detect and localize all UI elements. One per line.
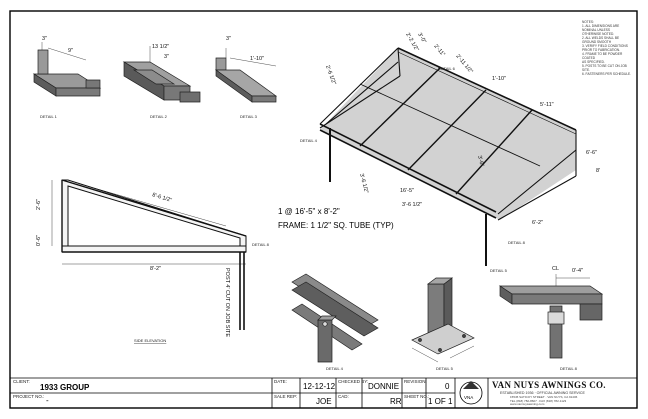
date-value: 12-12-12 <box>303 382 336 391</box>
side-dim-mid: 0'-6" <box>36 235 42 246</box>
cad-label: CAD: <box>338 394 349 399</box>
d2-top-dim: 13 1/2" <box>152 44 169 50</box>
notes-line: PRIOR TO FABRICATION. <box>582 48 621 52</box>
checked-value: DONNIE <box>368 382 400 391</box>
client-label: CLIENT: <box>13 379 30 384</box>
notes-line: 5. POSTS TO BE CUT ON JOB SITE. <box>582 64 627 72</box>
detail-2-drawing <box>122 46 201 103</box>
iso-dim-m: 3'-6" <box>476 155 485 167</box>
d1-width-dim: 9" <box>68 48 73 54</box>
notes-block: NOTES: 1. ALL DIMENSIONS ARE NOMINAL UNL… <box>582 20 634 76</box>
notes-line: OTHERWISE NOTED. <box>582 32 615 36</box>
project-value: - <box>46 396 49 405</box>
iso-dim-g: 6'-6" <box>586 150 597 156</box>
side-dim-diag: 8'-6 1/2" <box>151 192 172 204</box>
date-label: DATE: <box>274 379 287 384</box>
post-cut-note: POST 4' CUT ON JOB SITE <box>224 268 230 337</box>
iso-dim-b: 3'-0" <box>416 32 427 45</box>
notes-line: 6. FASTENERS PER SCHEDULE. <box>582 72 632 76</box>
notes-line: 1. ALL DIMENSIONS ARE NOMINAL UNLESS <box>582 24 620 32</box>
notes-line: 3. VERIFY FIELD CONDITIONS <box>582 44 628 48</box>
d1-height-dim: 3" <box>42 36 47 42</box>
d8-width-dim: 0'-4" <box>572 268 583 274</box>
sheet-border <box>9 10 638 409</box>
iso-dim-c: 2'-11" <box>432 43 445 57</box>
iso-dim-e: 1'-10" <box>492 76 506 82</box>
side-detail-8-label: DETAIL 8 <box>252 242 270 247</box>
project-label: PROJECT NO.: <box>13 394 45 399</box>
notes-line: 2. ALL WELDS SHALL BE GROUND SMOOTH <box>582 36 620 44</box>
iso-dim-k: 16'-5" <box>400 188 414 194</box>
notes-line: AS SPECIFIED. <box>582 60 605 64</box>
sheet-value: 1 OF 1 <box>428 397 453 406</box>
revision-label: REVISION: <box>404 379 427 384</box>
iso-detail-5-label: DETAIL 5 <box>490 268 508 273</box>
company-logo: VNA <box>459 381 483 405</box>
awning-frame-isometric <box>319 47 577 266</box>
iso-dim-i: 2'-6 1/2" <box>324 65 337 86</box>
sales-label: SALE REP: <box>274 394 298 399</box>
iso-dim-h: 8' <box>596 168 600 174</box>
notes-line: NOTES: <box>582 20 594 24</box>
d3-height-dim: 3" <box>226 36 231 42</box>
company-name: VAN NUYS AWNINGS CO. <box>492 380 606 390</box>
iso-dim-j: 3'-6 1/2" <box>358 173 369 194</box>
address-line: 15545 SATICOY STREET · VAN NUYS, CA 9140… <box>510 395 578 399</box>
iso-dim-f: 5'-11" <box>540 102 554 108</box>
company-tagline: ESTABLISHED 1936 · OFFICIAL AWNING SERVI… <box>500 391 585 395</box>
iso-dim-d: 2'-11 1/2" <box>454 53 473 74</box>
detail-1-label: DETAIL 1 <box>40 114 58 119</box>
iso-detail-8-label: DETAIL 8 <box>508 240 526 245</box>
side-elevation-label: SIDE ELEVATION <box>134 338 166 343</box>
detail-5-label: DETAIL 5 <box>436 366 454 371</box>
side-dim-top: 2'-6" <box>36 199 42 210</box>
address-line: TEL (818) 782-8607 · FAX (818) 782-1123 <box>510 398 567 403</box>
d8-cl-label: CL <box>552 266 559 272</box>
revision-value: 0 <box>445 382 450 391</box>
iso-detail-4-label: DETAIL 4 <box>300 138 318 143</box>
logo-text: VNA <box>464 395 473 400</box>
company-address: 15545 SATICOY STREET · VAN NUYS, CA 9140… <box>510 395 578 407</box>
side-dim-base: 8'-2" <box>150 266 161 272</box>
detail-8-drawing <box>498 274 604 359</box>
d2-height-dim: 3" <box>164 54 169 60</box>
detail-3-label: DETAIL 3 <box>240 114 258 119</box>
checked-label: CHECKED BY: <box>338 379 369 384</box>
detail-3-drawing <box>214 48 278 103</box>
iso-dim-n: 6'-2" <box>532 220 543 226</box>
client-value: 1933 GROUP <box>40 383 90 392</box>
item-size-text: 1 @ 16'-5" x 8'-2" <box>278 207 340 216</box>
detail-1-drawing <box>32 42 102 97</box>
d3-width-dim: 1'-10" <box>250 56 264 62</box>
cad-value: RR <box>390 397 402 406</box>
notes-line: 4. FRAME TO BE POWDER COATED <box>582 52 623 60</box>
sales-value: JOE <box>316 397 332 406</box>
title-block-grid <box>10 377 637 408</box>
detail-2-label: DETAIL 2 <box>150 114 168 119</box>
frame-spec-text: FRAME: 1 1/2" SQ. TUBE (TYP) <box>278 221 394 230</box>
detail-4-label: DETAIL 4 <box>326 366 344 371</box>
sheet-label: SHEET NO.: <box>404 394 430 399</box>
iso-dim-l: 3'-6 1/2" <box>402 202 422 208</box>
detail-4-drawing <box>291 273 379 363</box>
iso-detail-6-label: DETAIL 6 <box>438 66 456 71</box>
address-line: www.vannuysawning.com <box>510 402 545 407</box>
detail-5-drawing <box>411 277 475 363</box>
detail-8-label: DETAIL 8 <box>560 366 578 371</box>
side-elevation-drawing <box>51 179 247 330</box>
